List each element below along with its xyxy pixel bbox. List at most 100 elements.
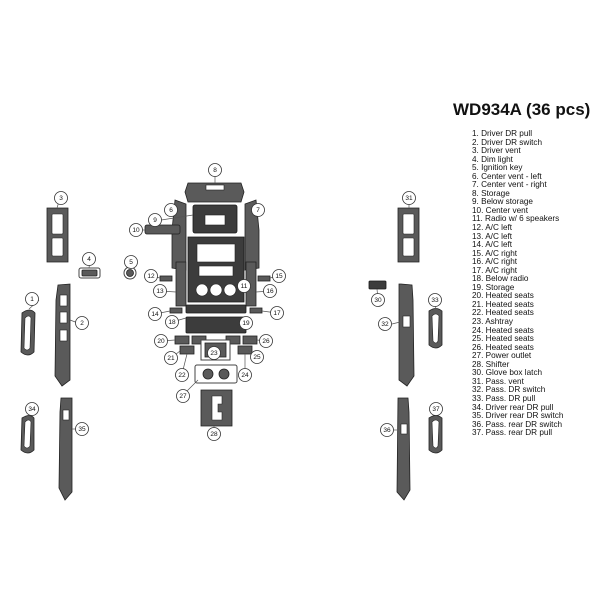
- callout-circle: [371, 293, 385, 307]
- callout-24: 24: [238, 368, 252, 382]
- callout-number: 34: [28, 406, 36, 413]
- callout-circle: [164, 203, 178, 217]
- callout-number: 28: [210, 431, 218, 438]
- callout-number: 7: [256, 207, 260, 214]
- callout-circle: [75, 316, 89, 330]
- legend-item: 2. Driver DR switch: [472, 137, 543, 147]
- callout-circle: [129, 223, 143, 237]
- callout-circle: [153, 284, 167, 298]
- callout-circle: [270, 306, 284, 320]
- callout-circle: [380, 423, 394, 437]
- callout-number: 12: [147, 273, 155, 280]
- part-pass-rear-dr-switch: [396, 397, 411, 501]
- legend-item: 1. Driver DR pull: [472, 129, 533, 138]
- callout-26: 26: [259, 334, 273, 348]
- callout-36: 36: [380, 423, 394, 437]
- callout-number: 23: [210, 350, 218, 357]
- callout-circle: [124, 255, 138, 269]
- callout-23: 23: [207, 346, 221, 360]
- callout-number: 30: [374, 297, 382, 304]
- part-driver-rear-dr-switch: [58, 397, 73, 501]
- callout-5: 5: [124, 255, 138, 269]
- legend-item: 17. A/C right: [472, 265, 518, 275]
- callout-number: 2: [80, 320, 84, 327]
- part-storage: [184, 182, 245, 203]
- callout-9: 9: [148, 213, 162, 227]
- callout-number: 32: [381, 321, 389, 328]
- callout-11: 11: [237, 279, 251, 293]
- legend-item: 33. Pass. DR pull: [472, 393, 536, 403]
- callout-circle: [176, 389, 190, 403]
- callout-circle: [259, 334, 273, 348]
- legend-item: 7. Center vent - right: [472, 180, 547, 190]
- legend-item: 25. Heated seats: [472, 334, 534, 344]
- callout-circle: [165, 315, 179, 329]
- callout-number: 6: [169, 207, 173, 214]
- callout-number: 8: [213, 167, 217, 174]
- part-storage-lower: [185, 316, 247, 334]
- part-glove-box-latch: [368, 280, 387, 290]
- callout-circle: [272, 269, 286, 283]
- callout-circle: [175, 368, 189, 382]
- legend-item: 13. A/C left: [472, 231, 513, 241]
- callout-30: 30: [371, 293, 385, 307]
- callout-circle: [144, 269, 158, 283]
- legend-item: 20. Heated seats: [472, 291, 534, 301]
- callout-circle: [237, 279, 251, 293]
- part-center-vent-right: [244, 199, 260, 271]
- callout-circle: [75, 422, 89, 436]
- legend-item: 9. Below storage: [472, 197, 533, 207]
- callout-number: 5: [129, 259, 133, 266]
- callout-number: 9: [153, 217, 157, 224]
- callout-15: 15: [272, 269, 286, 283]
- callout-27: 27: [176, 389, 190, 403]
- callout-34: 34: [25, 402, 39, 416]
- callout-number: 17: [273, 310, 281, 317]
- callout-number: 16: [266, 288, 274, 295]
- diagram-title: WD934A (36 pcs): [453, 100, 591, 119]
- callout-circle: [402, 191, 416, 205]
- callout-circle: [250, 350, 264, 364]
- callout-number: 18: [168, 319, 176, 326]
- legend-item: 22. Heated seats: [472, 308, 534, 318]
- callout-circle: [428, 293, 442, 307]
- callout-number: 26: [262, 338, 270, 345]
- callout-circle: [378, 317, 392, 331]
- legend-item: 18. Below radio: [472, 274, 529, 284]
- callout-circle: [164, 351, 178, 365]
- callout-2: 2: [75, 316, 89, 330]
- callout-25: 25: [250, 350, 264, 364]
- callout-19: 19: [239, 316, 253, 330]
- callout-circle: [239, 316, 253, 330]
- callout-number: 21: [167, 355, 175, 362]
- callout-number: 13: [156, 288, 164, 295]
- callout-number: 20: [157, 338, 165, 345]
- legend-item: 31. Pass. vent: [472, 376, 524, 386]
- legend-item: 14. A/C left: [472, 240, 513, 250]
- callout-17: 17: [270, 306, 284, 320]
- legend-item: 21. Heated seats: [472, 299, 534, 309]
- legend-item: 4. Dim light: [472, 154, 513, 164]
- legend-item: 8. Storage: [472, 188, 510, 198]
- callout-number: 24: [241, 372, 249, 379]
- legend-item: 6. Center vent - left: [472, 171, 542, 181]
- callout-10: 10: [129, 223, 143, 237]
- callout-13: 13: [153, 284, 167, 298]
- callout-14: 14: [148, 307, 162, 321]
- callout-16: 16: [263, 284, 277, 298]
- legend-item: 15. A/C right: [472, 248, 518, 258]
- part-below-radio: [185, 304, 247, 314]
- legend-item: 32. Pass. DR switch: [472, 385, 546, 395]
- legend-item: 5. Ignition key: [472, 163, 523, 173]
- callout-28: 28: [207, 427, 221, 441]
- legend-item: 10. Center vent: [472, 205, 528, 215]
- part-pass-dr-switch: [398, 283, 415, 387]
- legend-item: 28. Shifter: [472, 359, 510, 369]
- callout-number: 36: [383, 427, 391, 434]
- callout-number: 14: [151, 311, 159, 318]
- callout-circle: [263, 284, 277, 298]
- callout-18: 18: [165, 315, 179, 329]
- callout-8: 8: [208, 163, 222, 177]
